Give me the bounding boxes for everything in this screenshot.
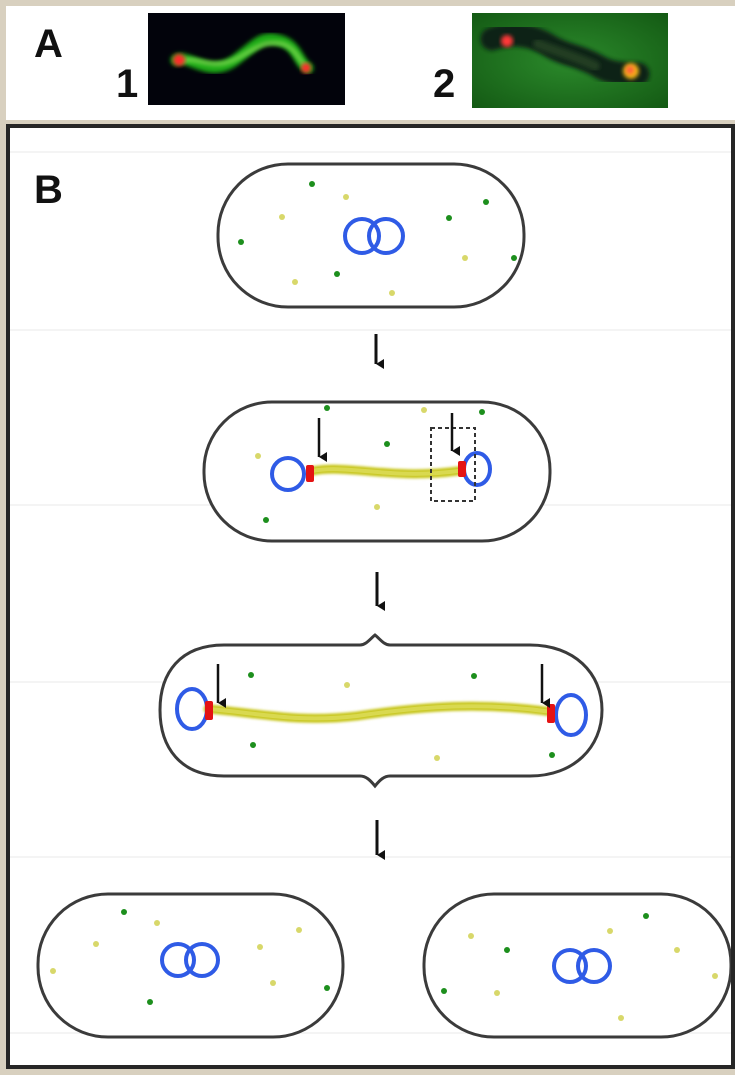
yellow-particle <box>674 947 680 953</box>
yellow-particle <box>618 1015 624 1021</box>
micrograph-2-label: 2 <box>433 62 456 106</box>
green-particle <box>250 742 256 748</box>
yellow-particle <box>257 944 263 950</box>
micrograph-2-right-red-spot <box>626 66 634 74</box>
panel-b-label: B <box>34 168 63 212</box>
replication-yellow-filament-core <box>310 467 460 476</box>
green-particle <box>384 441 390 447</box>
green-particle <box>324 405 330 411</box>
panel-b <box>6 124 735 1069</box>
green-particle <box>324 985 330 991</box>
left-daughter-cell-outline <box>36 892 345 1039</box>
yellow-particle <box>468 933 474 939</box>
green-particle <box>549 752 555 758</box>
micrograph-2-image <box>472 13 668 108</box>
yellow-particle <box>270 980 276 986</box>
constricting-left-red-focus <box>205 701 213 720</box>
yellow-particle <box>154 920 160 926</box>
replication-left-red-focus <box>306 465 314 482</box>
yellow-particle <box>494 990 500 996</box>
yellow-particle <box>296 927 302 933</box>
left-daughter-chromosome-right-loop <box>184 942 220 978</box>
left-daughter-chromosome-left-loop <box>160 942 196 978</box>
yellow-particle <box>50 968 56 974</box>
green-particle <box>147 999 153 1005</box>
green-particle <box>643 913 649 919</box>
yellow-particle <box>344 682 350 688</box>
constricting-right-red-focus <box>547 704 555 723</box>
micrograph-1-image <box>148 13 345 105</box>
yellow-particle <box>712 973 718 979</box>
yellow-particle <box>292 279 298 285</box>
yellow-particle <box>374 504 380 510</box>
green-particle <box>446 215 452 221</box>
micrograph-1-left-red-spot <box>173 54 185 66</box>
green-particle <box>121 909 127 915</box>
right-daughter-chromosome-left-loop <box>552 948 588 984</box>
right-daughter-chromosome-right-loop <box>576 948 612 984</box>
yellow-particle <box>434 755 440 761</box>
top-chromosome-left-loop <box>343 217 381 255</box>
yellow-particle <box>255 453 261 459</box>
micrograph-2-left-red-spot <box>501 35 513 47</box>
micrograph-1-svg <box>148 13 345 105</box>
green-particle <box>334 271 340 277</box>
panel-b-diagram <box>10 151 731 1039</box>
micrograph-2-svg <box>472 13 668 108</box>
green-particle <box>441 988 447 994</box>
constricting-right-chromosome <box>554 693 588 737</box>
green-particle <box>471 673 477 679</box>
green-particle <box>479 409 485 415</box>
green-particle <box>263 517 269 523</box>
green-particle <box>309 181 315 187</box>
yellow-particle <box>93 941 99 947</box>
yellow-particle <box>389 290 395 296</box>
green-particle <box>238 239 244 245</box>
replication-left-chromosome <box>270 456 306 492</box>
yellow-particle <box>343 194 349 200</box>
yellow-particle <box>462 255 468 261</box>
green-particle <box>504 947 510 953</box>
micrograph-1-label: 1 <box>116 62 139 106</box>
yellow-particle <box>607 928 613 934</box>
yellow-particle <box>279 214 285 220</box>
micrograph-1-green-highlight <box>178 41 308 69</box>
green-particle <box>511 255 517 261</box>
yellow-particle <box>421 407 427 413</box>
constricting-yellow-filament-core <box>206 704 554 721</box>
green-particle <box>483 199 489 205</box>
panel-a-label: A <box>34 22 63 66</box>
green-particle <box>248 672 254 678</box>
micrograph-1-right-red-spot <box>301 63 311 73</box>
replication-right-red-focus <box>458 461 466 477</box>
micrograph-2-dark-core <box>533 39 600 71</box>
top-chromosome-right-loop <box>367 217 405 255</box>
